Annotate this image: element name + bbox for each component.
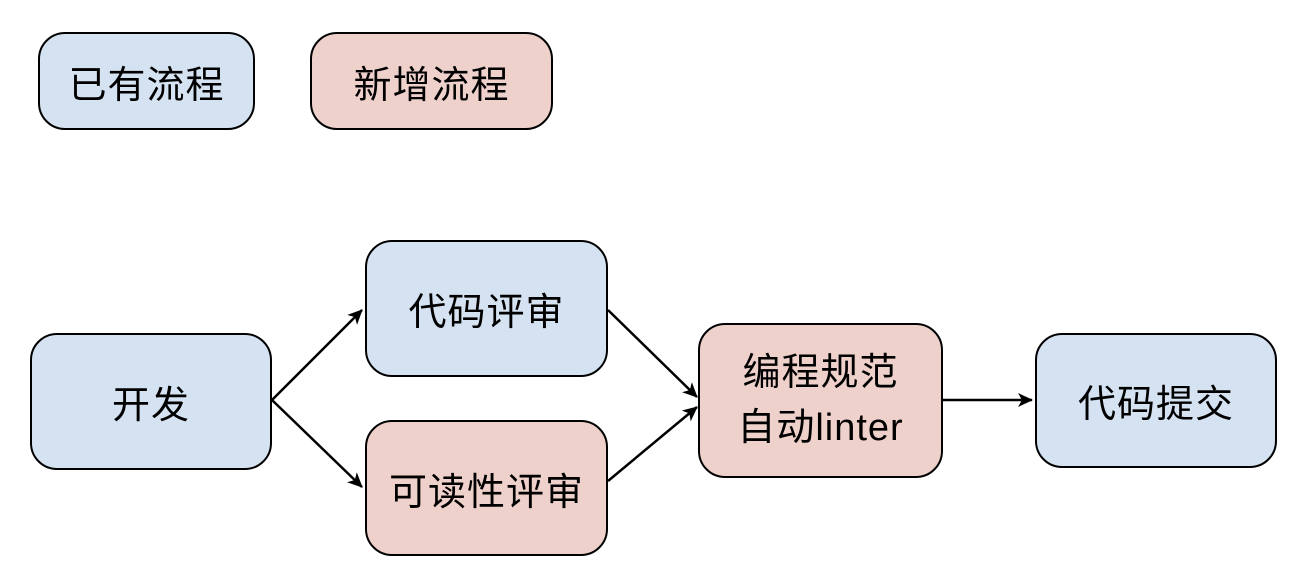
node-lint-standard-label-line2: 自动linter [737,406,904,449]
arrow-dev-to-code-review [271,309,363,401]
node-code-commit: 代码提交 [1035,333,1277,468]
node-code-review-label: 代码评审 [408,292,565,334]
node-readability-review: 可读性评审 [365,420,608,556]
node-code-commit-label: 代码提交 [1077,384,1234,426]
node-readability-review-label: 可读性评审 [388,471,584,514]
node-code-review: 代码评审 [365,240,608,377]
legend-new-process: 新增流程 [310,32,553,130]
legend-existing-label: 已有流程 [68,64,225,107]
arrow-code-review-to-linter [607,309,698,398]
node-development-label: 开发 [111,385,190,427]
node-development: 开发 [30,333,272,470]
arrow-dev-to-readability-review [271,399,363,488]
node-lint-standard: 编程规范 自动linter [698,323,943,478]
node-lint-standard-label-line1: 编程规范 [742,351,899,394]
legend-new-label: 新增流程 [353,64,510,107]
legend-existing-process: 已有流程 [38,32,255,130]
arrow-readability-review-to-linter [607,406,698,482]
